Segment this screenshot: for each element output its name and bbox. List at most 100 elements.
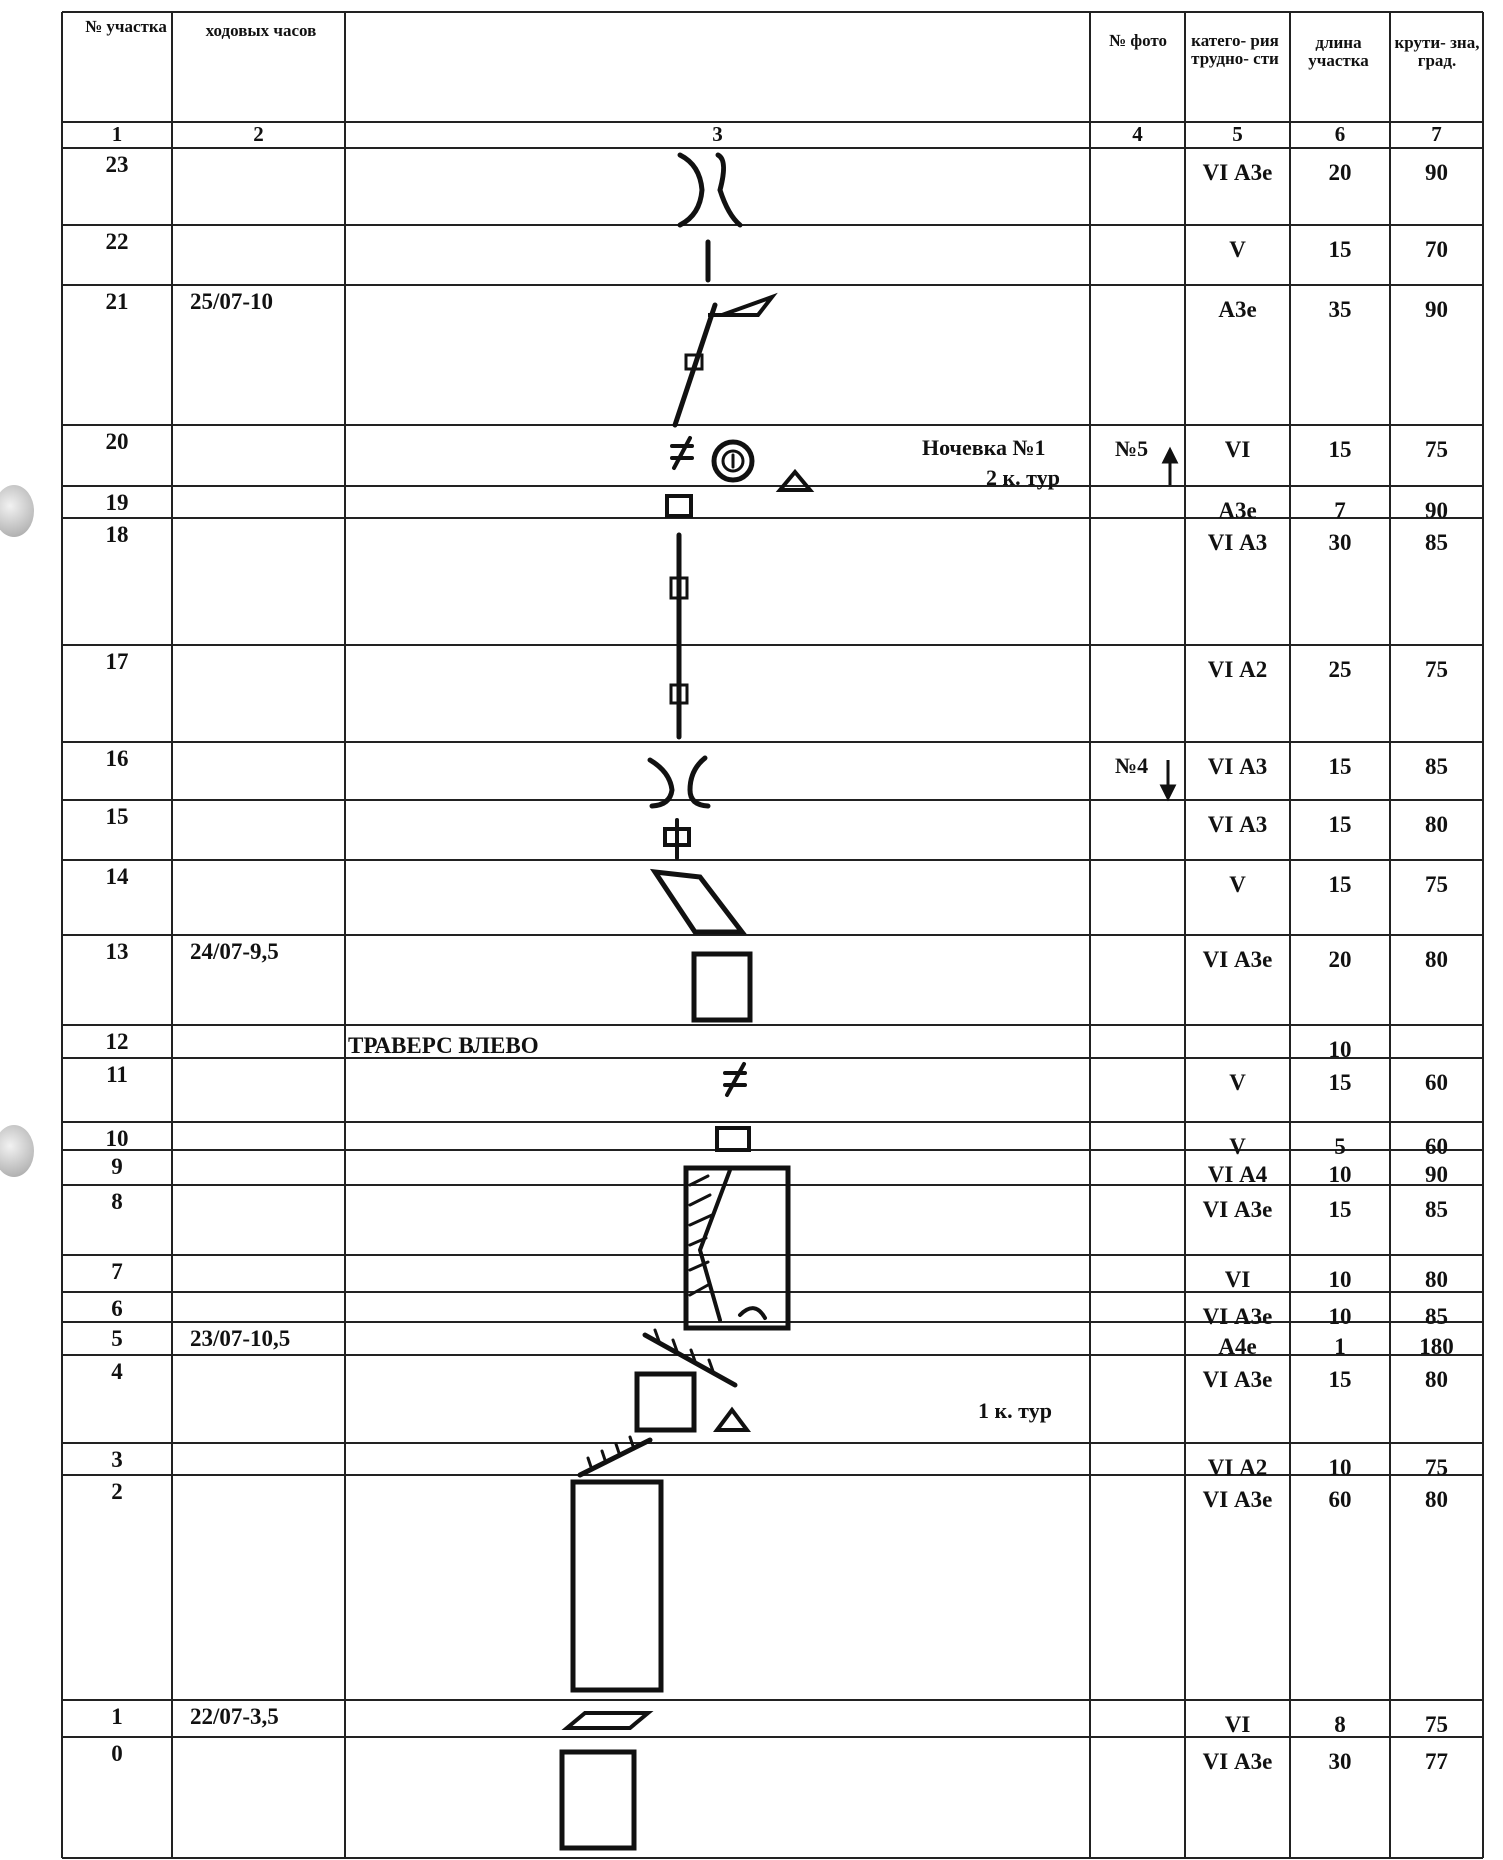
binder-hole-bottom (0, 1125, 34, 1177)
column-number: 7 (1431, 122, 1442, 146)
anchor-icon (663, 818, 691, 860)
row-length: 30 (1328, 1749, 1352, 1774)
row-length: 10 (1328, 1162, 1352, 1187)
row-category: VI А3е (1202, 1749, 1273, 1774)
row-angle: 90 (1425, 297, 1448, 322)
row-category: VI (1224, 437, 1251, 462)
row-length: 5 (1334, 1134, 1346, 1159)
row-category: VI А3е (1202, 1197, 1273, 1222)
row-angle: 85 (1425, 530, 1448, 555)
row-category: VI (1224, 1712, 1251, 1737)
row-number: 11 (106, 1062, 128, 1087)
square-icon (665, 494, 693, 518)
row-length: 15 (1328, 1367, 1352, 1392)
ledge-icon (708, 292, 778, 317)
chimney-icon (647, 755, 711, 809)
row-number: 0 (111, 1741, 123, 1766)
hook-icon (684, 353, 704, 371)
row-number: 17 (105, 649, 129, 674)
inner-corner-icon (683, 1165, 791, 1331)
row-length: 15 (1328, 1070, 1352, 1095)
row-category: V (1229, 237, 1246, 262)
chimney-icon (677, 152, 743, 228)
column-number: 6 (1334, 122, 1346, 146)
row-length: 20 (1328, 160, 1352, 185)
row-category: V (1229, 872, 1246, 897)
row-number: 13 (105, 939, 129, 964)
row-category: А3е (1218, 498, 1257, 523)
overhang-icon (577, 1435, 653, 1478)
row-length: 10 (1328, 1455, 1352, 1480)
row-category: VI А3 (1207, 530, 1268, 555)
column-number: 2 (253, 122, 264, 146)
row-angle: 80 (1425, 1487, 1448, 1512)
row-angle: 75 (1425, 437, 1448, 462)
square-icon (715, 1126, 751, 1152)
tur-triangle-icon (713, 1406, 751, 1432)
row-length: 60 (1328, 1487, 1352, 1512)
header-col2: ходовых часов (205, 21, 317, 40)
row-length: 7 (1334, 498, 1346, 523)
row-angle: 75 (1425, 657, 1448, 682)
header-col7: крути- зна, град. (1394, 33, 1480, 70)
binder-hole-top (0, 485, 34, 537)
column-number: 4 (1132, 122, 1143, 146)
row-category: V (1229, 1070, 1246, 1095)
row-number: 4 (111, 1359, 123, 1384)
row-category: V (1229, 1134, 1246, 1159)
row-angle: 75 (1425, 872, 1448, 897)
row-number: 19 (105, 490, 129, 515)
row-number: 6 (111, 1296, 123, 1321)
row-angle: 80 (1425, 812, 1448, 837)
fixed-rope-icon (670, 436, 694, 470)
row-category: VI А3 (1207, 754, 1268, 779)
row-category: VI А3е (1202, 160, 1273, 185)
row-number: 15 (105, 804, 129, 829)
row-hours: 25/07-10 (190, 289, 274, 314)
row-length: 8 (1334, 1712, 1346, 1737)
row-angle: 90 (1425, 1162, 1448, 1187)
slab-icon (649, 868, 748, 935)
row-number: 12 (105, 1029, 129, 1054)
row-photo: №5 (1115, 436, 1149, 461)
row-length: 35 (1328, 297, 1352, 322)
row-number: 16 (105, 746, 129, 771)
row-length: 25 (1328, 657, 1352, 682)
row-category: VI А3е (1202, 1367, 1273, 1392)
row-angle: 70 (1425, 237, 1448, 262)
column-number: 5 (1232, 122, 1243, 146)
column-number: 1 (111, 122, 123, 146)
row-length: 15 (1328, 237, 1352, 262)
row-number: 18 (105, 522, 129, 547)
row-number: 1 (111, 1704, 123, 1729)
row-hours: 23/07-10,5 (190, 1326, 291, 1351)
row-angle: 60 (1425, 1070, 1448, 1095)
row-angle: 90 (1425, 498, 1448, 523)
row-angle: 80 (1425, 947, 1448, 972)
hook-icon (669, 576, 689, 600)
row-number: 3 (111, 1447, 123, 1472)
fixed-rope-icon (723, 1062, 747, 1097)
row-length: 1 (1334, 1334, 1346, 1359)
row-photo: №4 (1115, 753, 1149, 778)
row-category: А3е (1218, 297, 1257, 322)
row-number: 9 (111, 1154, 123, 1179)
overhang-icon (642, 1328, 738, 1388)
row-angle: 75 (1425, 1712, 1448, 1737)
row-category: VI А3е (1202, 947, 1273, 972)
row-length: 10 (1328, 1267, 1352, 1292)
row-number: 22 (105, 229, 129, 254)
column-number: 3 (712, 122, 723, 146)
row-hours: 22/07-3,5 (190, 1704, 279, 1729)
row-category: VI (1224, 1267, 1251, 1292)
row-length: 30 (1328, 530, 1352, 555)
hook-icon (669, 683, 689, 705)
wall-block-icon (691, 951, 753, 1023)
bivouac-tur-label: 2 к. тур (986, 465, 1060, 490)
bivouac-label: Ночевка №1 (922, 435, 1046, 460)
wall-block-icon (570, 1479, 664, 1693)
row-length: 15 (1328, 812, 1352, 837)
row-angle: 75 (1425, 1455, 1448, 1480)
